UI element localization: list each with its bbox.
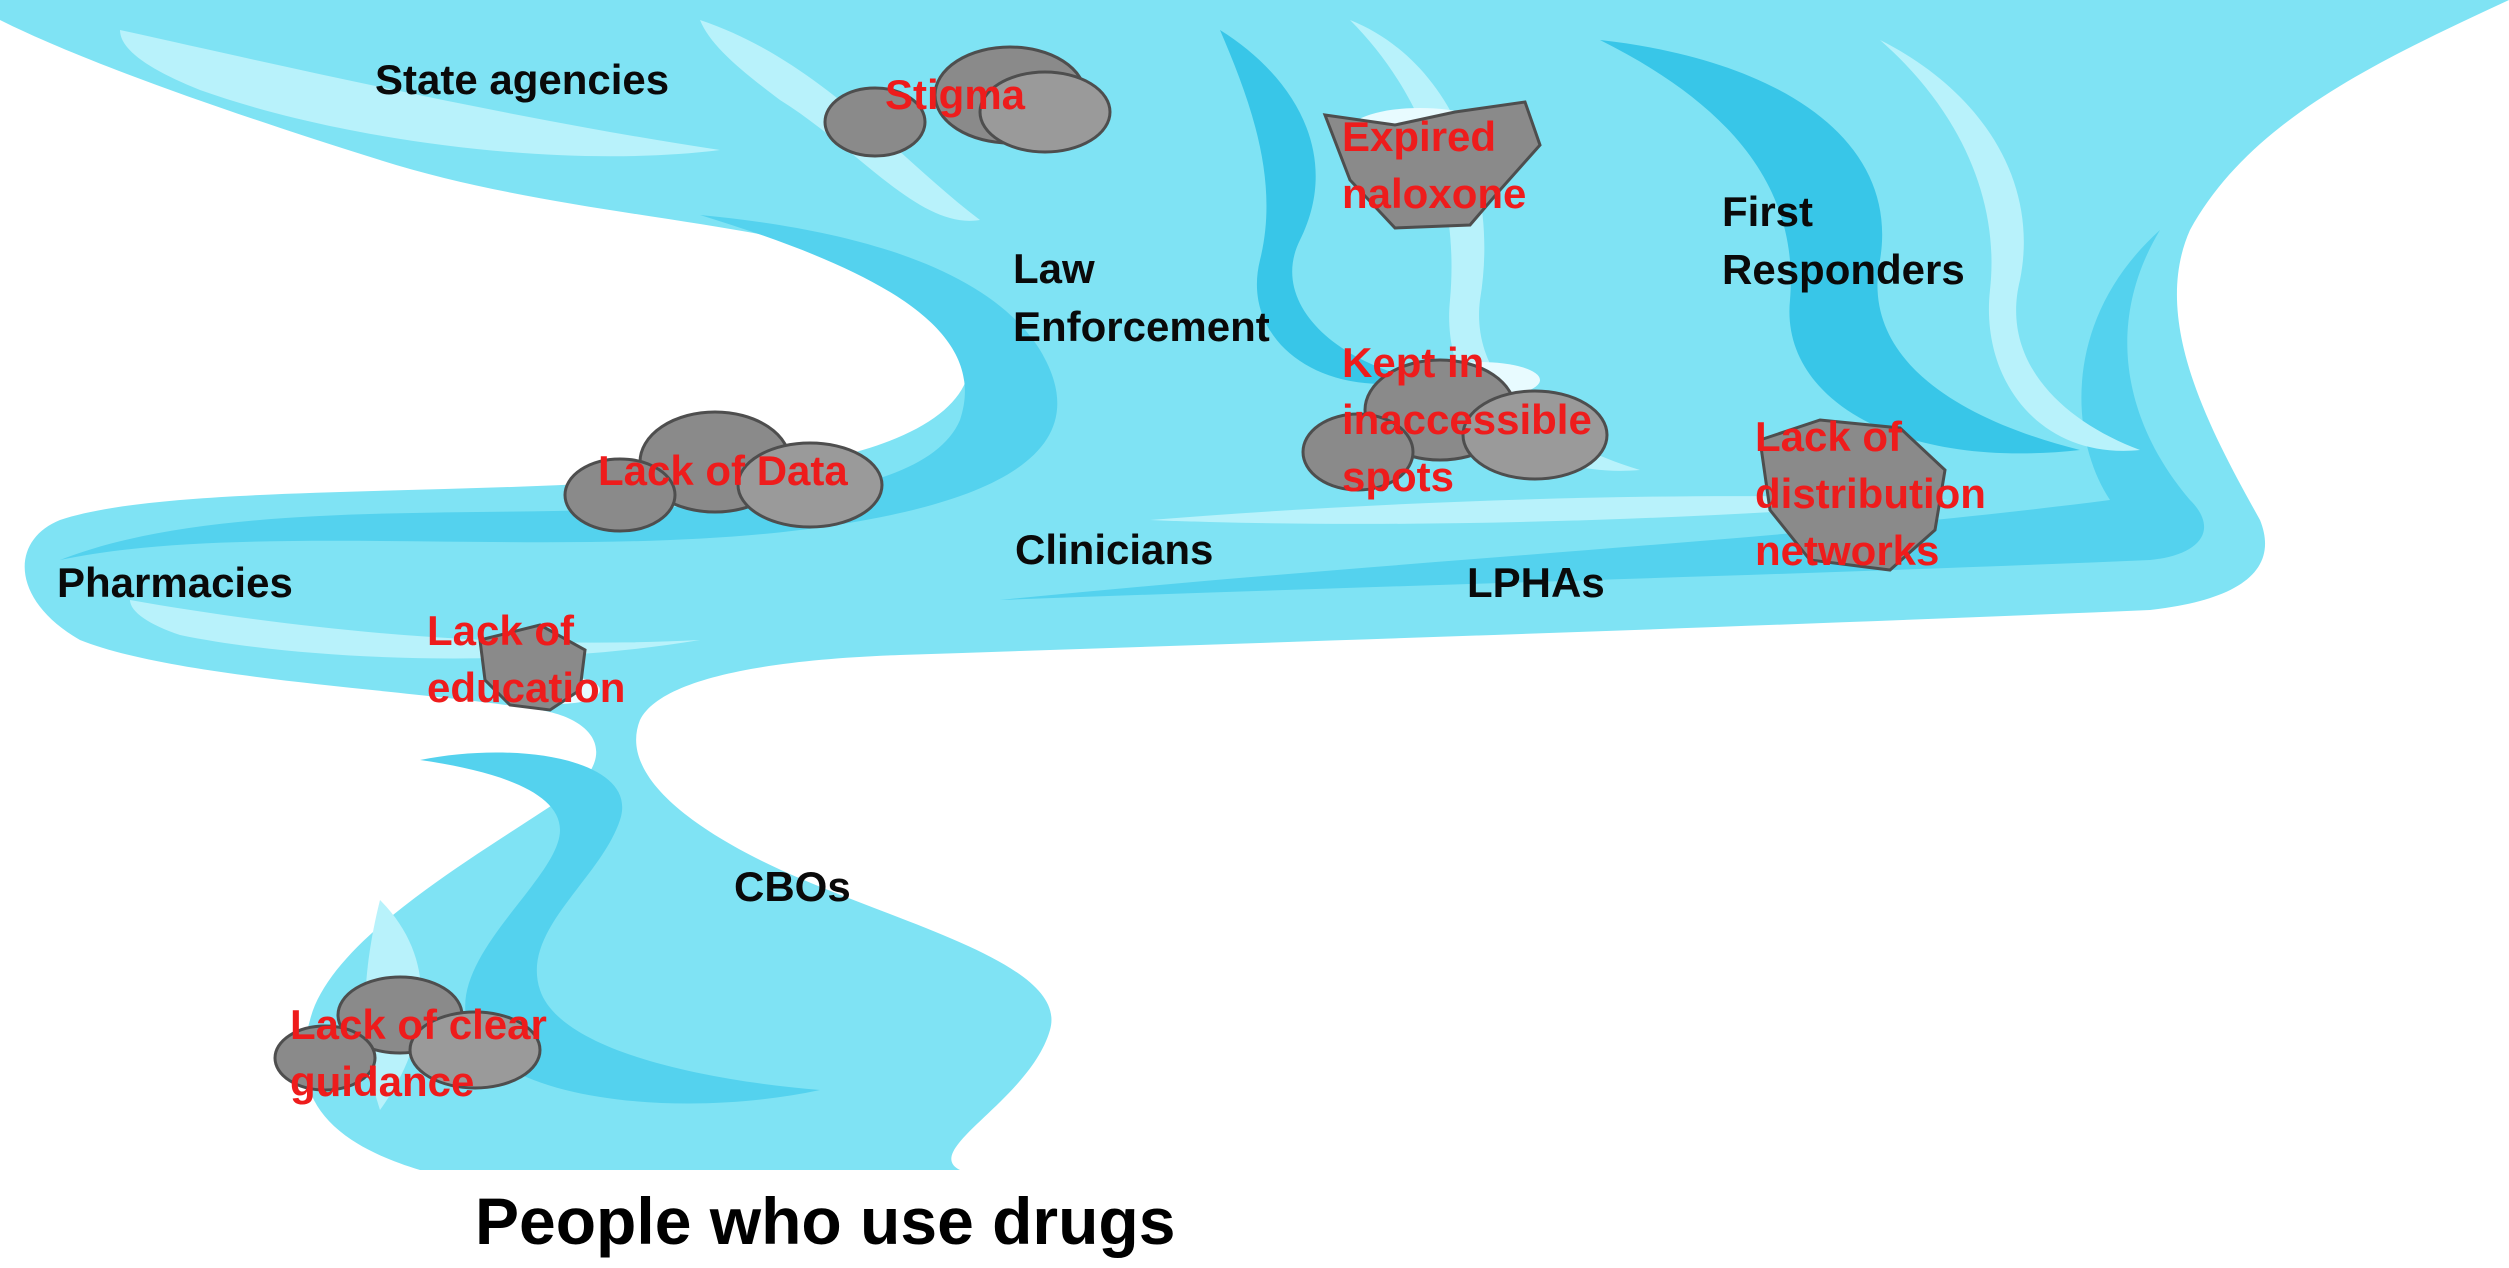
label-expired-naloxone: Expired naloxone (1342, 108, 1526, 222)
label-lack-of-distribution-line1: Lack of (1755, 413, 1903, 460)
river-band-light-7 (1150, 496, 1950, 524)
label-state-agencies: State agencies (375, 56, 670, 103)
label-kept-inaccessible-line2: inaccessible (1342, 396, 1592, 443)
label-clinicians: Clinicians (1015, 526, 1214, 573)
rock-lack-of-guidance (273, 975, 542, 1092)
label-law-enforcement-line2: Enforcement (1013, 303, 1270, 350)
river-band-deep-3 (1600, 40, 2080, 454)
label-lack-of-distribution-line2: distribution (1755, 470, 1986, 517)
label-lphas: LPHAs (1467, 559, 1605, 606)
label-first-responders: First Responders (1722, 183, 1965, 299)
label-lack-of-education-line2: education (427, 664, 626, 711)
label-lack-of-distribution: Lack of distribution networks (1755, 408, 1986, 579)
rock-lack-of-distribution (1758, 418, 1947, 572)
label-lack-of-data: Lack of Data (598, 447, 848, 494)
rock-lack-of-education (478, 623, 587, 712)
label-law-enforcement-line1: Law (1013, 245, 1095, 292)
label-first-responders-line2: Responders (1722, 246, 1965, 293)
rock-expired-naloxone (1322, 100, 1542, 230)
label-cbos: CBOs (734, 863, 851, 910)
label-first-responders-line1: First (1722, 188, 1814, 235)
label-lack-of-guidance-line1: Lack of clear (290, 1001, 547, 1048)
label-lack-of-guidance: Lack of clear guidance (290, 996, 547, 1110)
rock-kept-inaccessible (1301, 358, 1609, 492)
label-kept-inaccessible-line1: Kept in (1342, 339, 1485, 386)
river-band-light-4 (1880, 40, 2140, 451)
river-band-deep-5 (1220, 30, 1420, 384)
label-law-enforcement: Law Enforcement (1013, 240, 1270, 356)
label-lack-of-distribution-line3: networks (1755, 527, 1940, 574)
label-kept-inaccessible-line3: spots (1342, 453, 1455, 500)
label-pharmacies: Pharmacies (57, 559, 293, 606)
diagram-caption: People who use drugs (475, 1184, 1176, 1258)
label-expired-naloxone-line2: naloxone (1342, 170, 1527, 217)
river-band-deep-4 (420, 752, 820, 1104)
rock-stigma (823, 45, 1112, 158)
label-lack-of-guidance-line2: guidance (290, 1058, 475, 1105)
label-kept-inaccessible: Kept in inaccessible spots (1342, 334, 1592, 505)
label-stigma: Stigma (885, 71, 1026, 118)
rock-lack-of-data (563, 410, 884, 533)
label-expired-naloxone-line1: Expired (1342, 113, 1497, 160)
river-band-light-1 (120, 30, 720, 157)
label-lack-of-education-line1: Lack of (427, 607, 575, 654)
label-lack-of-education: Lack of education (427, 602, 625, 716)
